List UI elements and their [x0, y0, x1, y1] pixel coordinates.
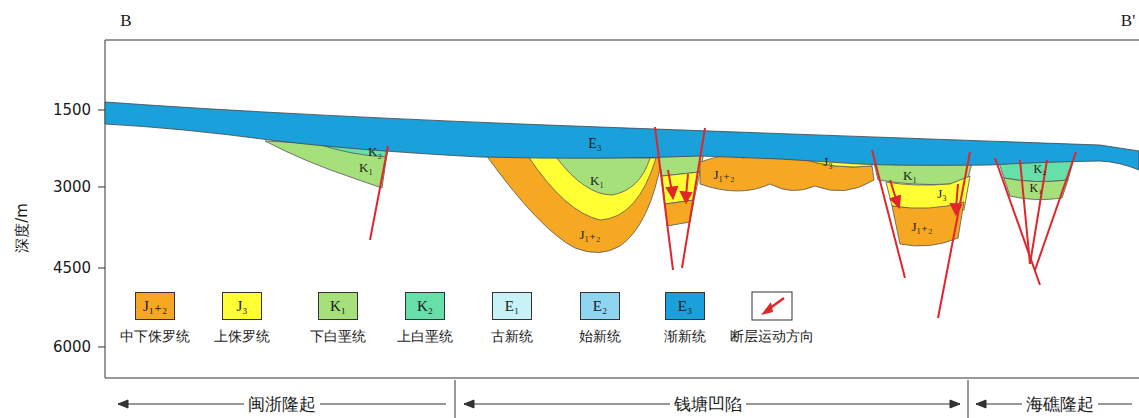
legend-text: 下白垩统 [310, 329, 366, 343]
formation-code: E₁ [505, 298, 519, 315]
formation-label: J₃ [937, 187, 947, 200]
formation-code: E₂ [593, 298, 607, 315]
legend-text: 渐新统 [664, 329, 706, 343]
legend-swatch: E₂ [580, 292, 620, 320]
axis-label: 深度/m [15, 203, 30, 253]
frame [98, 40, 1139, 378]
axis-label: B [120, 12, 131, 29]
e3-layer [105, 102, 1139, 170]
legend-text: 古新统 [491, 329, 533, 343]
legend-swatch: E₃ [665, 292, 705, 320]
faults [370, 127, 1076, 318]
legend-swatch: K₁ [318, 292, 358, 320]
formation-label: E₃ [588, 137, 601, 151]
legend-swatch: J₁₊₂ [135, 292, 175, 320]
formation-label: K₂ [368, 145, 382, 158]
legend-swatch: K₂ [405, 292, 445, 320]
right-graben [874, 163, 972, 246]
formation-code: J₃ [236, 298, 247, 315]
formation-label: K₂ [1034, 163, 1047, 175]
formation-label: K₁ [359, 161, 373, 174]
left-basin [265, 141, 388, 188]
region-label: 闽浙隆起 [244, 396, 320, 413]
legend-text: 断层运动方向 [730, 329, 814, 343]
legend-fault-sample [752, 292, 792, 320]
formation-label: J₁₊₂ [580, 228, 601, 241]
legend-swatch: J₃ [222, 292, 262, 320]
formation-code: K₂ [417, 298, 433, 315]
central-basin [486, 155, 662, 253]
formation-label: K₁ [1030, 182, 1043, 194]
axis-label: 1500 [53, 103, 91, 118]
axis-label: 3000 [53, 180, 91, 195]
region-bar [118, 380, 1132, 418]
legend-swatch: E₁ [492, 292, 532, 320]
formation-code: K₁ [330, 298, 346, 315]
axis-label: 6000 [53, 340, 91, 355]
axis-label: 4500 [53, 261, 91, 276]
formation-code: E₃ [678, 298, 692, 315]
region-label: 钱塘凹陷 [670, 396, 746, 413]
formation-label: J₁₊₂ [714, 168, 735, 181]
axis-label: B' [1121, 12, 1135, 29]
formation-label: K₁ [903, 169, 917, 182]
legend-text: 上白垩统 [397, 329, 453, 343]
formation-code: J₁₊₂ [143, 297, 167, 315]
legend-text: 中下侏罗统 [120, 329, 190, 343]
middle-graben [658, 152, 704, 226]
legend-text: 上侏罗统 [214, 329, 270, 343]
formation-label: J₁₊₂ [912, 220, 933, 233]
formation-label: J₃ [823, 155, 833, 168]
formation-label: K₁ [590, 174, 604, 187]
region-label: 海礁隆起 [1022, 396, 1098, 413]
legend-text: 始新统 [579, 329, 621, 343]
